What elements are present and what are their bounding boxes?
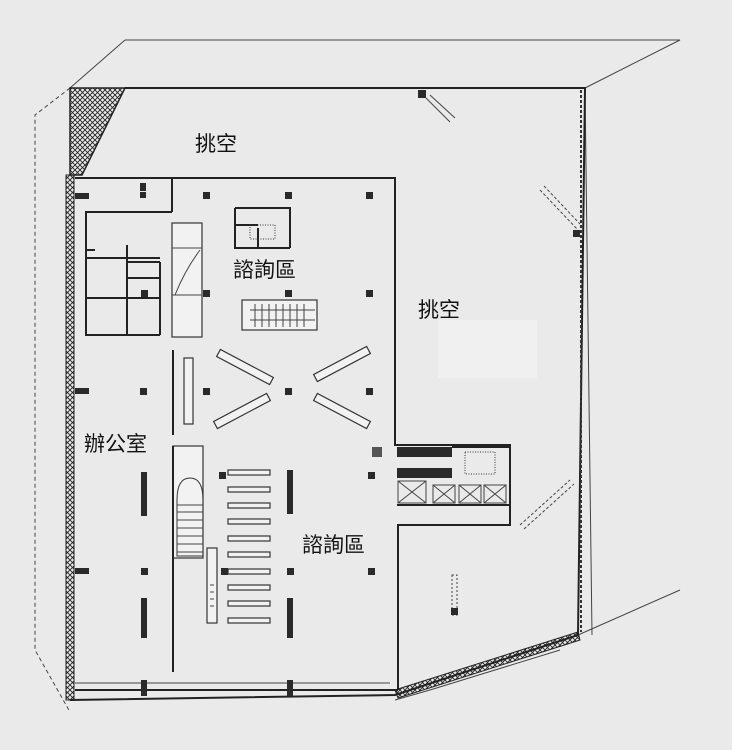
label-consult-upper: 諮詢區 <box>233 258 296 282</box>
blank-patch <box>438 320 537 378</box>
service-core <box>372 446 511 616</box>
label-void-top: 挑空 <box>195 132 237 156</box>
columns <box>75 183 375 696</box>
interior-walls <box>75 177 511 691</box>
label-void-right: 挑空 <box>418 298 460 322</box>
building-perimeter <box>65 87 587 701</box>
upper-stair <box>234 207 291 249</box>
display-x-benches <box>212 345 372 430</box>
seating-rows <box>227 469 271 624</box>
label-consult-lower: 諮詢區 <box>302 533 365 557</box>
outer-envelope <box>34 39 681 713</box>
label-office: 辦公室 <box>84 432 147 456</box>
escalator <box>241 299 318 331</box>
